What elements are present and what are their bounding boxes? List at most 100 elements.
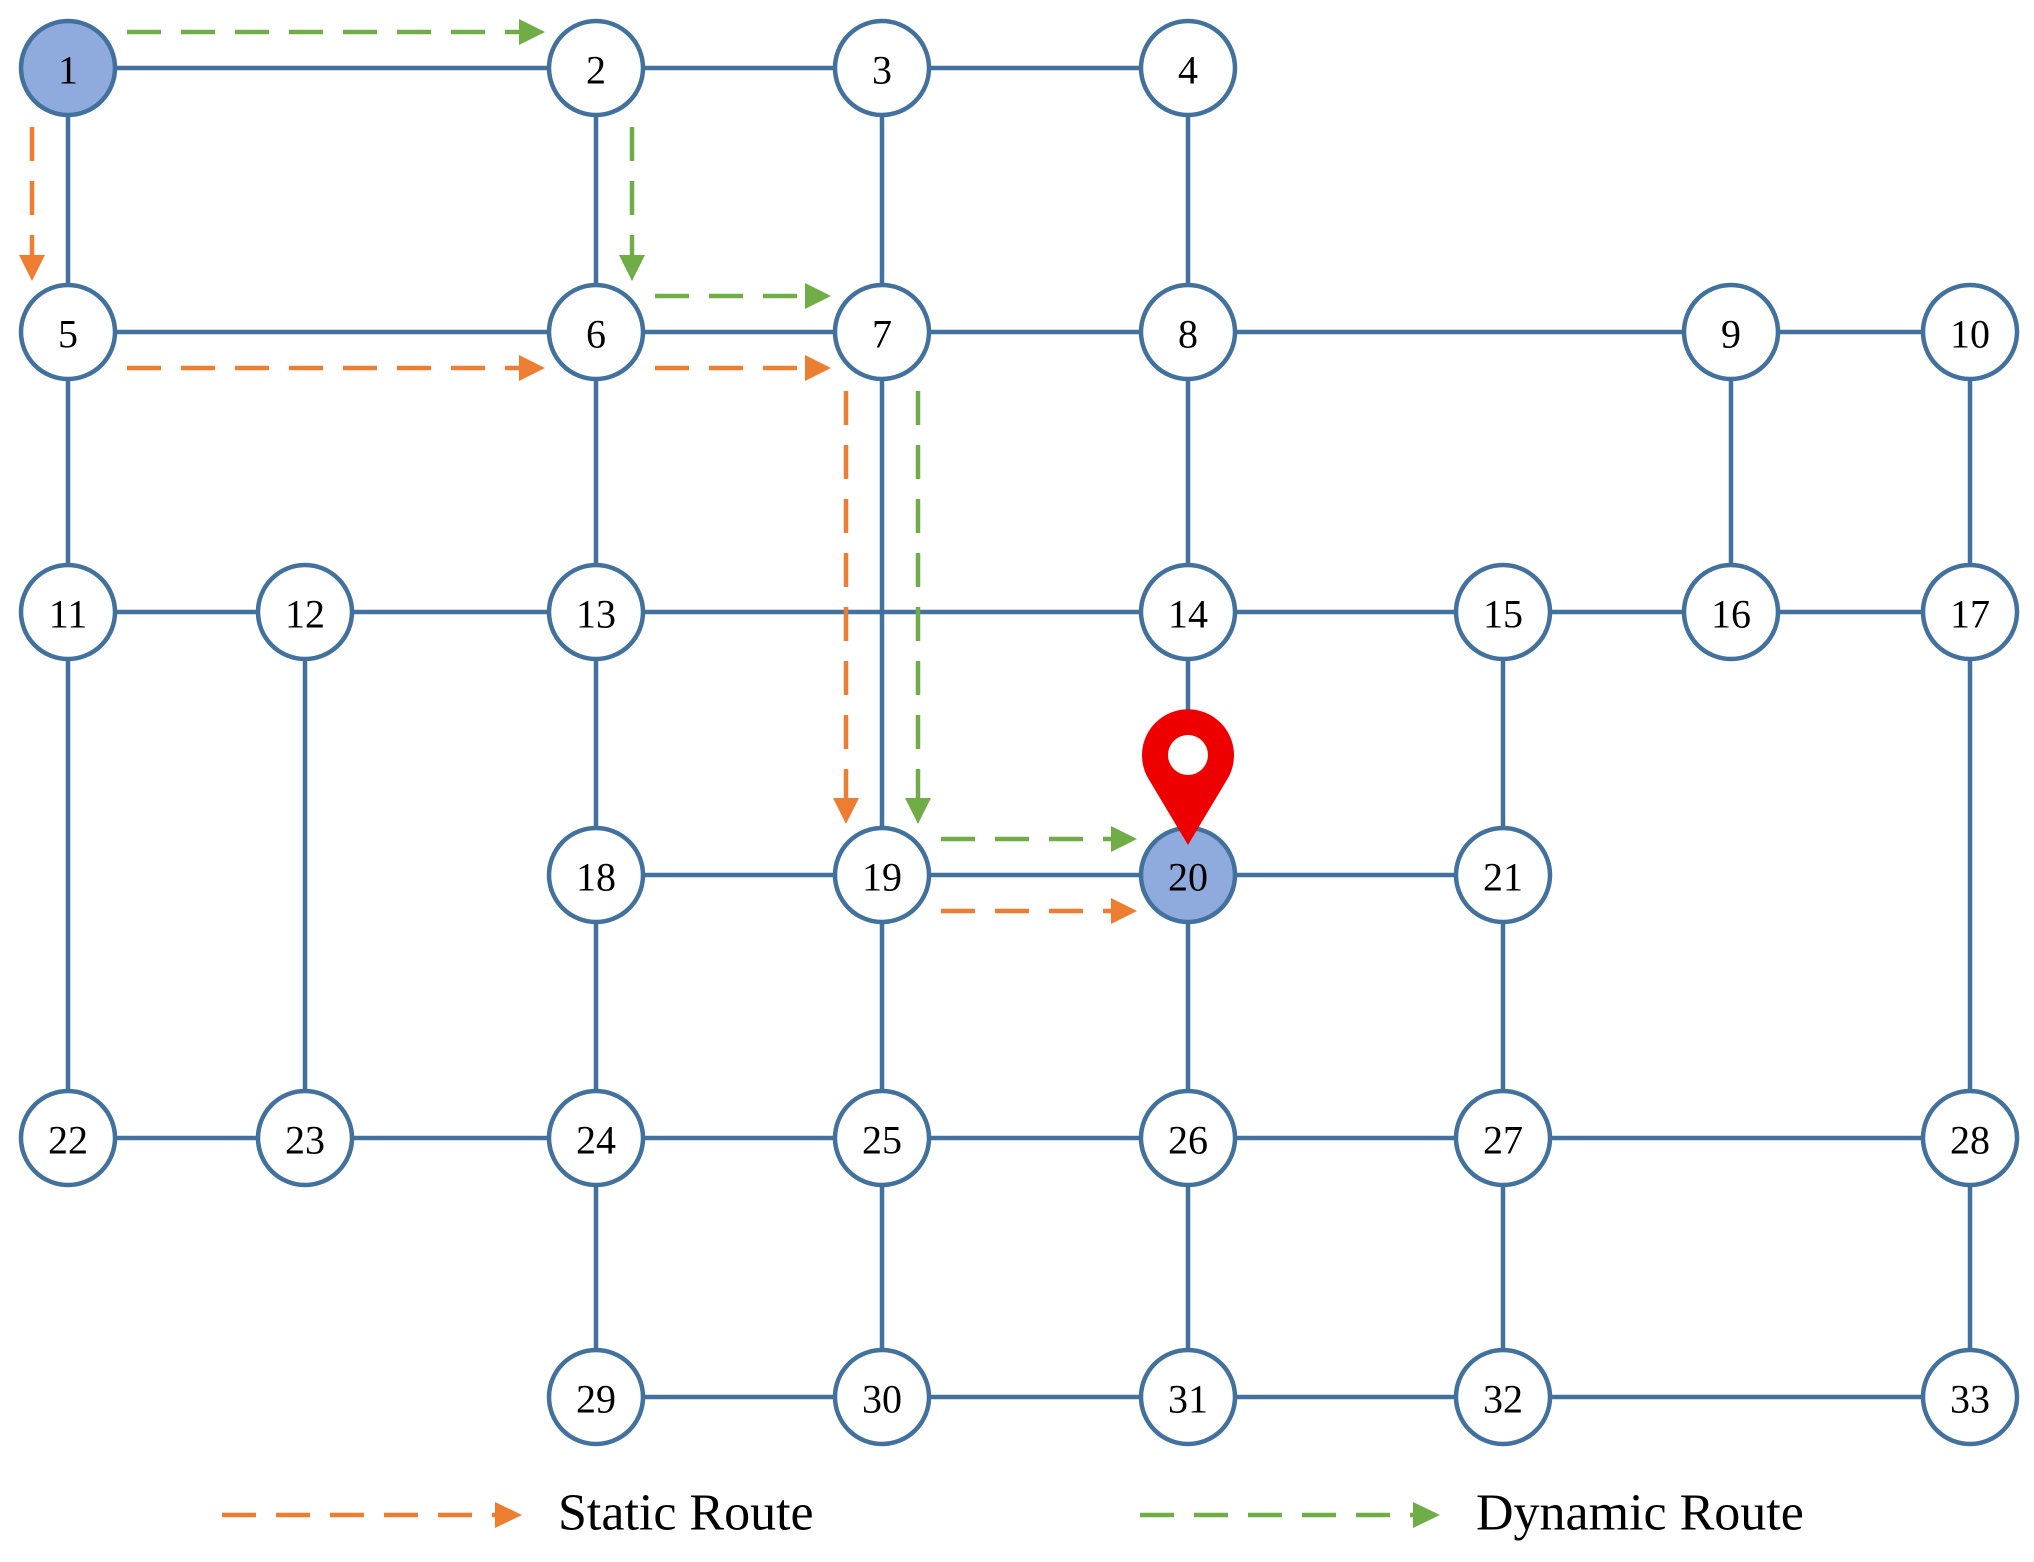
dynamic-route-arrowhead xyxy=(619,255,645,281)
dynamic-route-arrowhead xyxy=(1111,826,1137,852)
node-label: 20 xyxy=(1168,855,1208,900)
node-16: 16 xyxy=(1681,562,1781,662)
node-3: 3 xyxy=(832,18,932,118)
legend: Static Route Dynamic Route xyxy=(222,1485,1804,1542)
node-27: 27 xyxy=(1453,1088,1553,1188)
location-pin-hole xyxy=(1168,735,1208,775)
node-circle xyxy=(18,562,118,662)
static-route-arrowhead xyxy=(833,798,859,824)
node-label: 15 xyxy=(1483,592,1523,637)
node-label: 19 xyxy=(862,855,902,900)
static-route-segment-6-7 xyxy=(655,355,831,381)
node-circle xyxy=(1920,1088,2020,1188)
node-circle xyxy=(1138,1088,1238,1188)
node-circle xyxy=(255,1088,355,1188)
node-label: 22 xyxy=(48,1118,88,1163)
node-18: 18 xyxy=(546,825,646,925)
node-circle xyxy=(546,18,646,118)
node-label: 21 xyxy=(1483,855,1523,900)
node-11: 11 xyxy=(18,562,118,662)
node-label: 7 xyxy=(872,312,892,357)
node-21: 21 xyxy=(1453,825,1553,925)
node-circle xyxy=(1138,18,1238,118)
node-circle xyxy=(832,18,932,118)
node-circle xyxy=(1138,1347,1238,1447)
node-label: 12 xyxy=(285,592,325,637)
node-14: 14 xyxy=(1138,562,1238,662)
node-label: 23 xyxy=(285,1118,325,1163)
node-label: 28 xyxy=(1950,1118,1990,1163)
node-9: 9 xyxy=(1681,282,1781,382)
pin-layer xyxy=(1142,709,1235,845)
node-circle xyxy=(1453,1347,1553,1447)
node-label: 32 xyxy=(1483,1377,1523,1422)
static-route-segment-5-6 xyxy=(127,355,545,381)
dynamic-route-segment-19-20 xyxy=(941,826,1137,852)
node-circle xyxy=(1920,282,2020,382)
node-label: 26 xyxy=(1168,1118,1208,1163)
node-circle xyxy=(546,1088,646,1188)
node-circle xyxy=(832,825,932,925)
node-6: 6 xyxy=(546,282,646,382)
node-circle xyxy=(1453,1088,1553,1188)
node-circle xyxy=(18,282,118,382)
node-circle xyxy=(832,1088,932,1188)
node-25: 25 xyxy=(832,1088,932,1188)
node-4: 4 xyxy=(1138,18,1238,118)
dynamic-route-arrowhead xyxy=(905,798,931,824)
node-26: 26 xyxy=(1138,1088,1238,1188)
node-circle xyxy=(546,562,646,662)
node-label: 31 xyxy=(1168,1377,1208,1422)
node-label: 6 xyxy=(586,312,606,357)
node-label: 13 xyxy=(576,592,616,637)
location-pin-icon xyxy=(1142,709,1235,845)
node-label: 25 xyxy=(862,1118,902,1163)
legend-static-route-arrow xyxy=(495,1502,522,1528)
node-32: 32 xyxy=(1453,1347,1553,1447)
node-label: 18 xyxy=(576,855,616,900)
node-label: 1 xyxy=(58,48,78,93)
node-label: 9 xyxy=(1721,312,1741,357)
node-label: 17 xyxy=(1950,592,1990,637)
static-route-segment-1-5 xyxy=(19,127,45,281)
node-circle xyxy=(832,1347,932,1447)
node-1: 1 xyxy=(18,18,118,118)
static-route-segment-19-20 xyxy=(941,898,1137,924)
node-8: 8 xyxy=(1138,282,1238,382)
node-circle xyxy=(1920,1347,2020,1447)
node-20: 20 xyxy=(1138,825,1238,925)
node-2: 2 xyxy=(546,18,646,118)
node-circle xyxy=(1920,562,2020,662)
edges-layer xyxy=(65,65,1973,1400)
legend-dynamic-route-label: Dynamic Route xyxy=(1476,1485,1804,1542)
node-circle xyxy=(1681,282,1781,382)
node-label: 33 xyxy=(1950,1377,1990,1422)
node-31: 31 xyxy=(1138,1347,1238,1447)
node-circle xyxy=(1681,562,1781,662)
node-circle xyxy=(255,562,355,662)
node-circle xyxy=(546,282,646,382)
node-label: 14 xyxy=(1168,592,1208,637)
node-label: 16 xyxy=(1711,592,1751,637)
node-circle xyxy=(1138,282,1238,382)
node-19: 19 xyxy=(832,825,932,925)
node-5: 5 xyxy=(18,282,118,382)
node-label: 29 xyxy=(576,1377,616,1422)
node-17: 17 xyxy=(1920,562,2020,662)
node-7: 7 xyxy=(832,282,932,382)
node-label: 5 xyxy=(58,312,78,357)
dynamic-route-segment-7-19 xyxy=(905,391,931,824)
static-route-arrowhead xyxy=(805,355,831,381)
node-10: 10 xyxy=(1920,282,2020,382)
node-24: 24 xyxy=(546,1088,646,1188)
node-circle xyxy=(546,825,646,925)
dynamic-route-segment-1-2 xyxy=(127,19,545,45)
node-circle xyxy=(18,1088,118,1188)
static-route-arrowhead xyxy=(19,255,45,281)
node-label: 2 xyxy=(586,48,606,93)
node-22: 22 xyxy=(18,1088,118,1188)
legend-dynamic-route: Dynamic Route xyxy=(1140,1485,1804,1542)
legend-static-route-label: Static Route xyxy=(558,1485,814,1542)
